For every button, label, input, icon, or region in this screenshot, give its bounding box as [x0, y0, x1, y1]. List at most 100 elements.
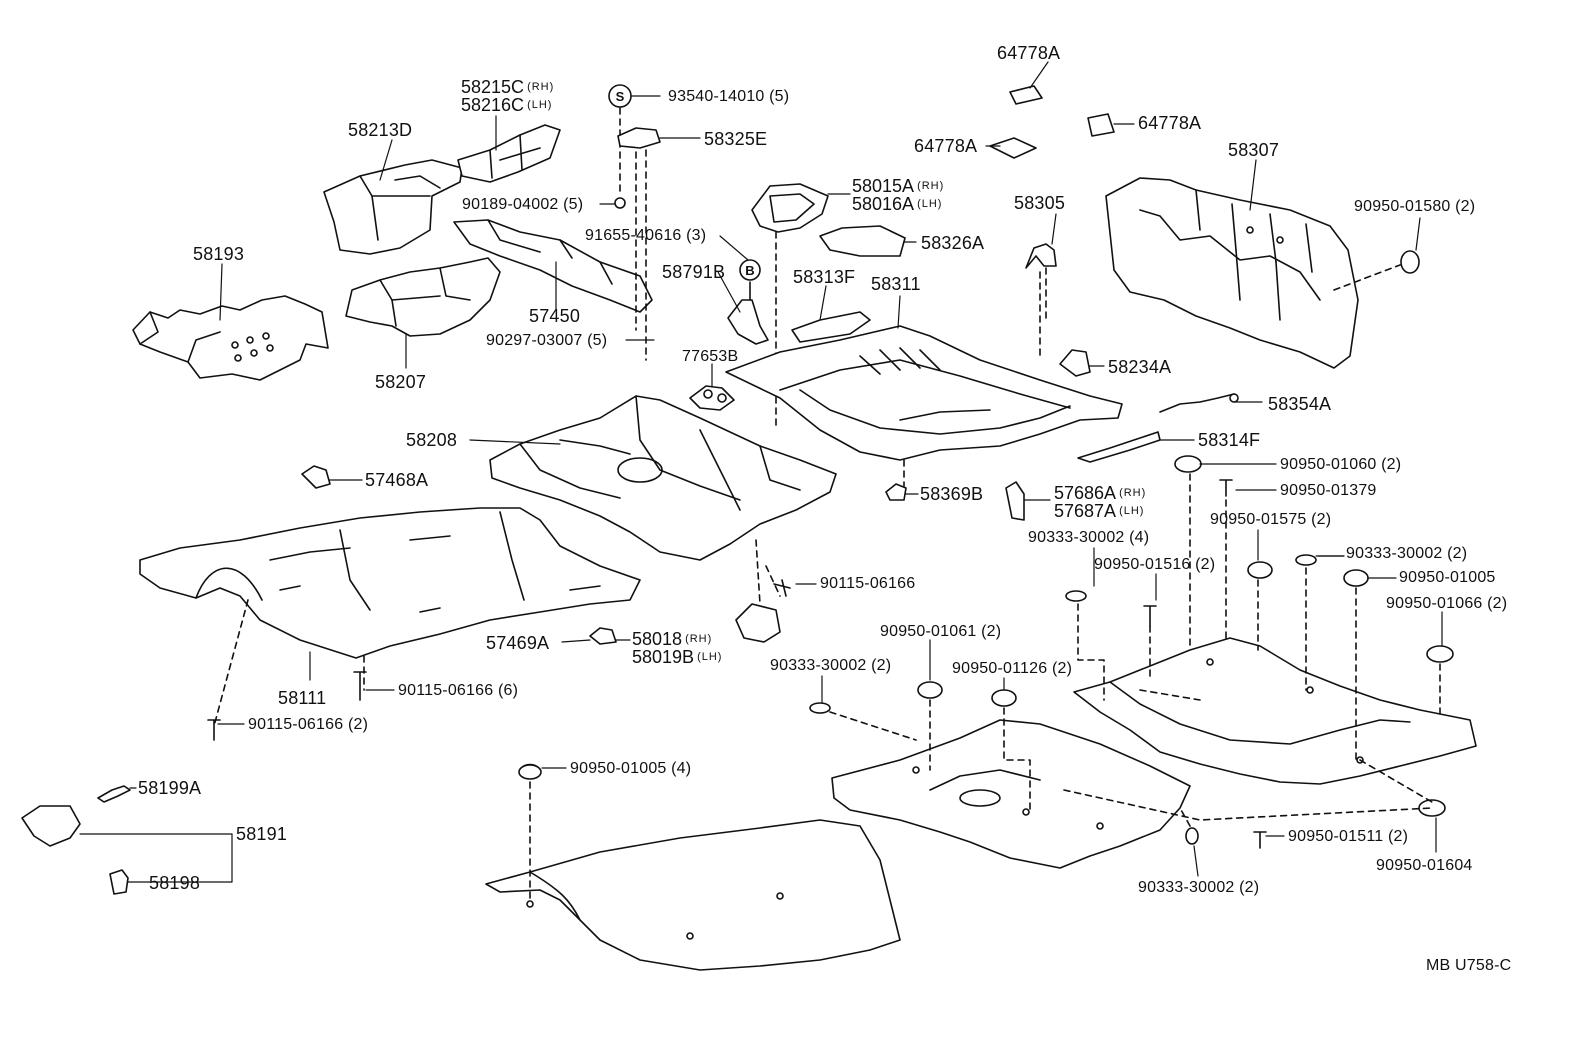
part-58191-shape [21, 805, 81, 847]
label-58199a: 58199A [138, 778, 202, 798]
label-58018: 58018(RH) [632, 629, 713, 649]
bolt-90115-6-shape [353, 671, 367, 701]
part-58354a-shape [1159, 393, 1235, 413]
label-90950-01604: 90950-01604 [1376, 857, 1473, 874]
part-58215c-shape [457, 124, 561, 183]
part-58198-shape [109, 869, 129, 895]
diagram-id-label: MB U758-C [1426, 957, 1512, 974]
label-64778a-left: 64778A [914, 136, 978, 156]
label-58311: 58311 [871, 274, 921, 294]
label-91655: 91655-40616 (3) [585, 227, 707, 244]
part-57450-shape [453, 219, 653, 313]
label-58325e: 58325E [704, 129, 768, 149]
bolt-90115-2-shape [207, 719, 221, 741]
label-93540: 93540-14010 (5) [668, 88, 790, 105]
label-58207: 58207 [375, 372, 427, 392]
bolt-90115-shape [773, 579, 791, 597]
part-58199a-shape [97, 785, 131, 803]
label-90950-01126: 90950-01126 (2) [952, 660, 1073, 677]
label-58111: 58111 [278, 688, 327, 708]
label-57687a: 57687A(LH) [1054, 501, 1145, 521]
label-90950-01379: 90950-01379 [1280, 482, 1377, 499]
part-58791b-shape [727, 259, 769, 345]
label-58326a: 58326A [921, 233, 985, 253]
part-58207-shape [345, 257, 501, 337]
label-90333-4: 90333-30002 (4) [1028, 529, 1150, 546]
part-64778a-1-shape [1009, 85, 1043, 105]
label-58369b: 58369B [920, 484, 984, 504]
part-58208-shape [489, 395, 837, 561]
label-90333-2c: 90333-30002 (2) [1138, 879, 1260, 896]
part-58314f-shape [1077, 431, 1161, 463]
label-58791b: 58791B [662, 262, 726, 282]
mat-center-shape [831, 719, 1191, 869]
label-90950-01066: 90950-01066 (2) [1386, 595, 1508, 612]
label-57450: 57450 [529, 306, 581, 326]
label-90333-2b: 90333-30002 (2) [770, 657, 892, 674]
part-58193-shape [132, 295, 329, 381]
part-58311-shape [725, 325, 1123, 461]
label-90297: 90297-03007 (5) [486, 332, 608, 349]
label-58234a: 58234A [1108, 357, 1172, 377]
label-58216c: 58216C(LH) [461, 95, 553, 115]
label-57468a: 57468A [365, 470, 429, 490]
label-90950-01511: 90950-01511 (2) [1288, 828, 1409, 845]
label-58015a: 58015A(RH) [852, 176, 945, 196]
part-58305-shape [1025, 243, 1057, 269]
label-90950-01061: 90950-01061 (2) [880, 623, 1002, 640]
part-57686a-shape [1005, 481, 1025, 521]
part-64778a-2-shape [1087, 113, 1115, 137]
label-58313f: 58313F [793, 267, 856, 287]
part-57469a-shape [589, 627, 617, 645]
clips-shapes [518, 455, 1454, 845]
part-57468a-shape [301, 465, 331, 489]
label-58016a: 58016A(LH) [852, 194, 943, 214]
label-58193: 58193 [193, 244, 245, 264]
label-57469a: 57469A [486, 633, 550, 653]
label-90333-2a: 90333-30002 (2) [1346, 545, 1468, 562]
callout-s-circle [608, 84, 632, 108]
label-58198: 58198 [149, 873, 201, 893]
label-58213d: 58213D [348, 120, 413, 140]
part-58018-shape [735, 603, 781, 643]
part-58326a-shape [819, 225, 906, 257]
label-58307: 58307 [1228, 140, 1280, 160]
label-58215c: 58215C(RH) [461, 77, 555, 97]
label-90950-01580: 90950-01580 (2) [1354, 198, 1476, 215]
label-90115-06166: 90115-06166 [820, 575, 916, 592]
label-58208: 58208 [406, 430, 458, 450]
part-58234a-shape [1059, 349, 1091, 377]
label-90115-2: 90115-06166 (2) [248, 716, 369, 733]
label-90950-01060: 90950-01060 (2) [1280, 456, 1402, 473]
label-58314f: 58314F [1198, 430, 1261, 450]
part-77653b-shape [689, 385, 735, 411]
callout-s-label: S [616, 89, 625, 104]
label-90950-01005: 90950-01005 [1399, 569, 1496, 586]
label-58354a: 58354A [1268, 394, 1332, 414]
label-90950-01005-4: 90950-01005 (4) [570, 760, 692, 777]
part-58307-shape [1105, 177, 1359, 369]
callout-b-label: B [745, 263, 754, 278]
part-64778a-3-shape [989, 137, 1037, 159]
label-58305: 58305 [1014, 193, 1066, 213]
label-57686a: 57686A(RH) [1054, 483, 1147, 503]
label-58019b: 58019B(LH) [632, 647, 723, 667]
part-90950-01580-shape [1333, 250, 1420, 291]
label-64778a-right: 64778A [1138, 113, 1202, 133]
part-58213d-shape [323, 159, 463, 255]
label-90115-6: 90115-06166 (6) [398, 682, 519, 699]
part-58111-shape [139, 507, 641, 659]
part-58369b-shape [885, 483, 907, 501]
part-58325e-shape [617, 127, 661, 149]
label-64778a-top: 64778A [997, 43, 1061, 63]
label-90950-01575: 90950-01575 (2) [1210, 511, 1332, 528]
part-58015a-shape [751, 183, 829, 431]
label-90189: 90189-04002 (5) [462, 196, 584, 213]
mat-front-shape [485, 819, 901, 971]
label-77653b: 77653B [682, 348, 739, 365]
label-58191: 58191 [236, 824, 288, 844]
part-90189-shape [614, 197, 626, 209]
label-90950-01516: 90950-01516 (2) [1094, 556, 1216, 573]
